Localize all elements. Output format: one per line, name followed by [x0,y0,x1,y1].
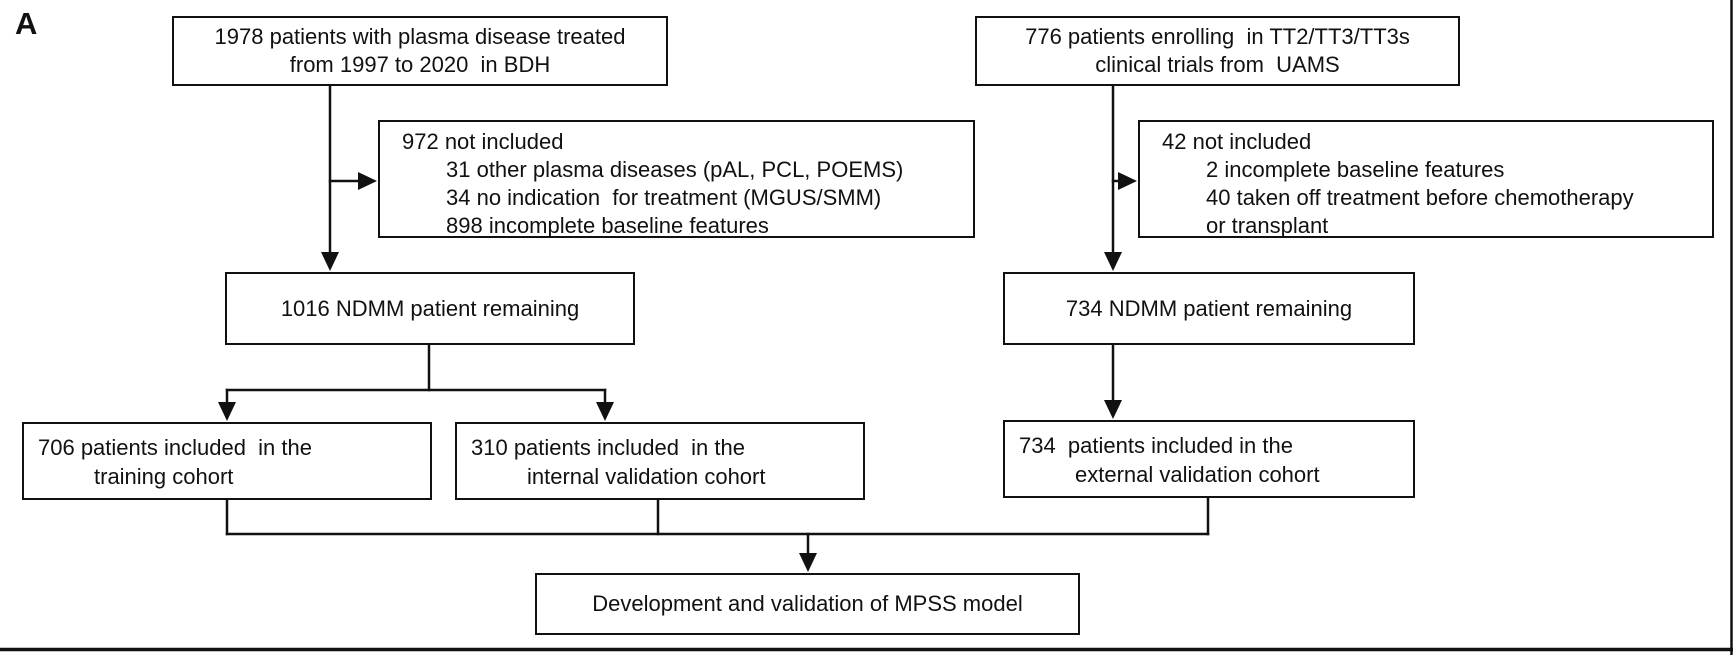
box-ndmm-remaining-uams: 734 NDMM patient remaining [1003,272,1415,345]
box-mpss-model: Development and validation of MPSS model [535,573,1080,635]
box-text-line: Development and validation of MPSS model [592,591,1023,616]
box-text-line: 310 patients included in the [471,435,745,460]
box-excluded-bdh: 972 not included 31 other plasma disease… [378,120,975,238]
exclusion-header: 972 not included [402,129,564,154]
box-text-line: external validation cohort [1075,462,1320,487]
arrowhead-to-ndmm-uams [1104,252,1122,271]
box-excluded-uams: 42 not included 2 incomplete baseline fe… [1138,120,1714,238]
box-external-validation-cohort: 734 patients included in the external va… [1003,420,1415,498]
arrowhead-to-exclusion-uams [1118,172,1137,190]
box-text-line: clinical trials from UAMS [1095,52,1340,77]
box-internal-validation-cohort: 310 patients included in the internal va… [455,422,865,500]
exclusion-item: 34 no indication for treatment (MGUS/SMM… [446,185,882,210]
arrowhead-to-training [218,402,236,421]
box-bdh-source: 1978 patients with plasma disease treate… [172,16,668,86]
exclusion-item: 2 incomplete baseline features [1206,157,1505,182]
box-text-line: internal validation cohort [527,464,766,489]
box-text-line: 1978 patients with plasma disease treate… [214,24,626,49]
arrowhead-to-internal [596,402,614,421]
exclusion-item: 40 taken off treatment before chemothera… [1206,185,1634,210]
box-training-cohort: 706 patients included in the training co… [22,422,432,500]
arrowhead-to-exclusion-bdh [358,172,377,190]
exclusion-header: 42 not included [1162,129,1312,154]
arrowhead-to-ndmm-bdh [321,252,339,271]
arrowhead-to-external [1104,400,1122,419]
box-text-line: 776 patients enrolling in TT2/TT3/TT3s [1025,24,1410,49]
box-text-line: 734 NDMM patient remaining [1065,295,1353,321]
box-text-line: training cohort [94,464,234,489]
box-ndmm-remaining-bdh: 1016 NDMM patient remaining [225,272,635,345]
exclusion-item: 31 other plasma diseases (pAL, PCL, POEM… [446,157,904,182]
arrowhead-to-mpss [799,553,817,572]
box-text-line: 1016 NDMM patient remaining [280,295,580,321]
box-text-line: 706 patients included in the [38,435,312,460]
box-text-line: from 1997 to 2020 in BDH [289,52,551,77]
exclusion-item: 898 incomplete baseline features [446,213,769,238]
box-uams-source: 776 patients enrolling in TT2/TT3/TT3s c… [975,16,1460,86]
box-text-line: 734 patients included in the [1019,433,1293,458]
exclusion-item: or transplant [1206,213,1329,238]
panel-label: A [15,6,38,41]
